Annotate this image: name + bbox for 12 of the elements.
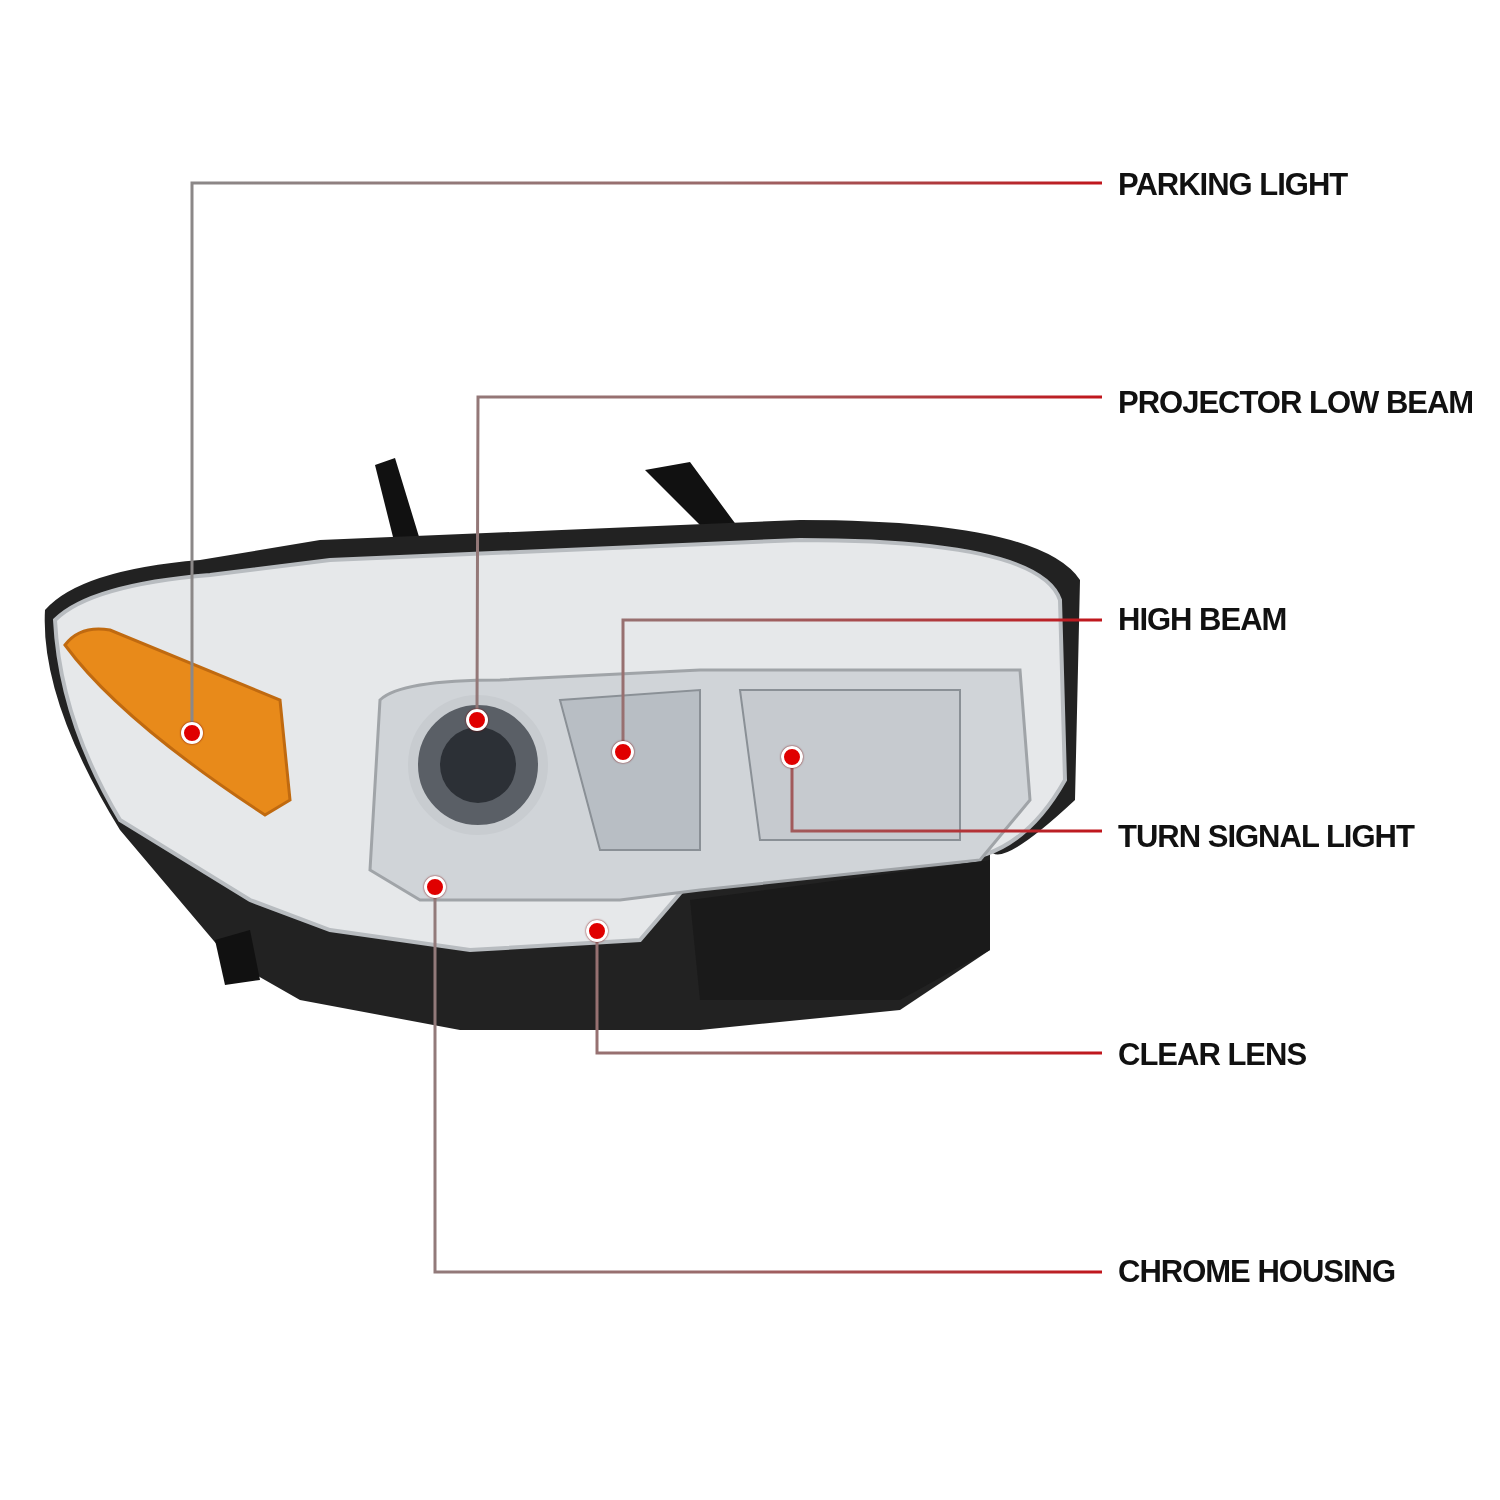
leader-line [190, 181, 1102, 722]
leader-line [475, 395, 1102, 709]
callout-label: HIGH BEAM [1118, 600, 1287, 640]
callout-label: PARKING LIGHT [1118, 165, 1348, 205]
callout-label: CHROME HOUSING [1118, 1252, 1396, 1292]
leader-line [790, 768, 1102, 833]
leader-line [433, 898, 1102, 1274]
callout-label: PROJECTOR LOW BEAM [1118, 383, 1474, 423]
callout-label: CLEAR LENS [1118, 1035, 1307, 1075]
leader-line [621, 618, 1102, 741]
leader-line [595, 942, 1102, 1055]
callout-label: TURN SIGNAL LIGHT [1118, 817, 1414, 857]
